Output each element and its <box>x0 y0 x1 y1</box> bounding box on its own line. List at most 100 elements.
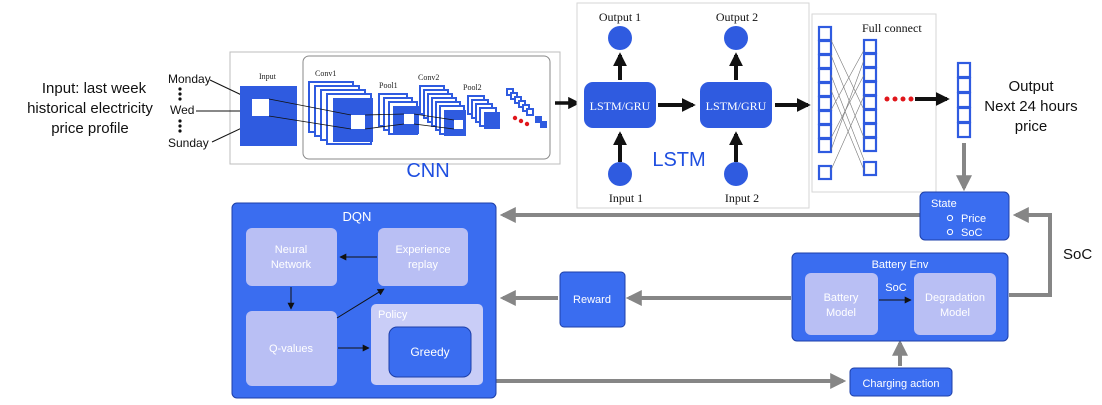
connector <box>413 123 455 130</box>
dot <box>178 119 182 123</box>
dqn-internal-arrows <box>287 253 385 352</box>
output-neuron <box>956 61 972 79</box>
flow-arrows <box>496 143 1052 389</box>
day-sunday: Sunday <box>168 136 209 150</box>
fc-neuron <box>817 109 833 126</box>
soc-feedback-label: SoC <box>1063 246 1092 263</box>
experience-replay-label-1: Experience <box>395 244 450 256</box>
connector <box>268 115 352 130</box>
fc-neuron <box>817 53 833 70</box>
connection <box>830 39 865 111</box>
reward-container <box>559 271 626 328</box>
battery-env-title: Battery Env <box>872 259 929 271</box>
charging-action-container <box>849 367 953 397</box>
connection <box>830 74 865 139</box>
cnn-layer-pool2-label: Pool2 <box>463 83 482 92</box>
dot <box>900 96 906 102</box>
fc-neuron <box>862 122 878 139</box>
q-values-box <box>246 311 337 386</box>
lstm-cell-2-label: LSTM/GRU <box>706 99 767 113</box>
bullet-icon <box>946 214 954 222</box>
connection <box>830 49 865 111</box>
lstm-output-2-node <box>724 26 748 50</box>
env-soc-to-state-arrow <box>1009 207 1052 297</box>
reward-label: Reward <box>573 294 611 306</box>
output-caption: Output Next 24 hours price <box>984 78 1077 135</box>
fc-layer-1 <box>817 25 833 181</box>
battery-model-box <box>805 273 878 335</box>
lstm-panel: Output 1 Output 2 LSTM/GRU LSTM/GRU Inpu… <box>576 2 811 209</box>
output-vector <box>956 61 972 139</box>
dot <box>178 129 182 133</box>
fc-neuron <box>862 52 878 69</box>
dot <box>908 96 914 102</box>
output-caption-line-1: Output <box>1008 78 1054 95</box>
fc-neuron <box>817 95 833 112</box>
pool2-front-map <box>484 112 500 129</box>
neural-network-box <box>246 228 337 286</box>
degradation-model-box <box>914 273 996 335</box>
fc-neuron <box>862 108 878 125</box>
output-caption-line-2: Next 24 hours <box>984 98 1077 115</box>
degradation-model-label-2: Model <box>940 307 970 319</box>
input-caption-line-2: historical electricity <box>27 100 153 117</box>
dot <box>524 121 530 127</box>
output-neuron <box>956 91 972 109</box>
unit <box>540 121 547 128</box>
lstm-output-2-label: Output 2 <box>716 10 758 24</box>
state-container <box>919 191 1010 241</box>
unit <box>526 108 534 116</box>
battery-model-label-1: Battery <box>824 292 859 304</box>
lstm-output-1-label: Output 1 <box>599 10 641 24</box>
cnn-layer-input-label: Input <box>259 72 277 81</box>
experience-replay-label-2: replay <box>408 259 438 271</box>
policy-label: Policy <box>378 309 408 321</box>
cnn-input-window <box>252 99 269 116</box>
fc-neuron <box>817 137 833 154</box>
lstm-label: LSTM <box>652 149 705 171</box>
qvalues-to-replay-arrow <box>336 288 385 319</box>
output-neuron <box>956 106 972 124</box>
lstm-output-1-node <box>608 26 632 50</box>
bullet-icon <box>946 228 954 236</box>
fc-connections <box>830 39 865 171</box>
q-values-label: Q-values <box>269 343 314 355</box>
fc-neuron <box>862 94 878 111</box>
battery-soc-label: SoC <box>885 282 906 294</box>
input-caption-line-3: price profile <box>51 120 129 137</box>
fc-neuron <box>862 66 878 83</box>
cnn-label: CNN <box>406 160 449 182</box>
greedy-label: Greedy <box>410 345 449 359</box>
day-monday: Monday <box>168 72 211 86</box>
neural-network-label-1: Neural <box>275 244 307 256</box>
connection <box>830 95 865 171</box>
cnn-inner-frame <box>302 55 551 160</box>
dot <box>884 96 890 102</box>
experience-replay-box <box>378 228 468 286</box>
fc-neuron <box>817 67 833 84</box>
lstm-input-1-label: Input 1 <box>609 191 643 205</box>
connector <box>364 113 405 116</box>
fc-neuron <box>862 136 878 153</box>
cnn-connectors <box>268 98 455 130</box>
fc-neuron <box>862 38 878 55</box>
state-box: State Price SoC <box>919 191 1010 241</box>
fc-neuron <box>817 164 833 181</box>
fc-neuron <box>817 25 833 42</box>
lstm-cell-1 <box>584 82 656 128</box>
cnn-layer-conv2-label: Conv2 <box>418 73 439 82</box>
conv2-window <box>454 120 463 129</box>
output-caption-line-3: price <box>1015 118 1048 135</box>
cnn-layer-pool1-label: Pool1 <box>379 81 398 90</box>
connection <box>830 54 865 139</box>
conv1-window <box>351 115 365 129</box>
reward-box: Reward <box>559 271 626 328</box>
state-item-soc: SoC <box>961 227 982 239</box>
dot <box>518 118 524 124</box>
lstm-input-2-node <box>724 162 748 186</box>
state-item-price: Price <box>961 213 986 225</box>
fc-neuron <box>862 80 878 97</box>
dot <box>178 124 182 128</box>
lstm-cell-1-label: LSTM/GRU <box>590 99 651 113</box>
